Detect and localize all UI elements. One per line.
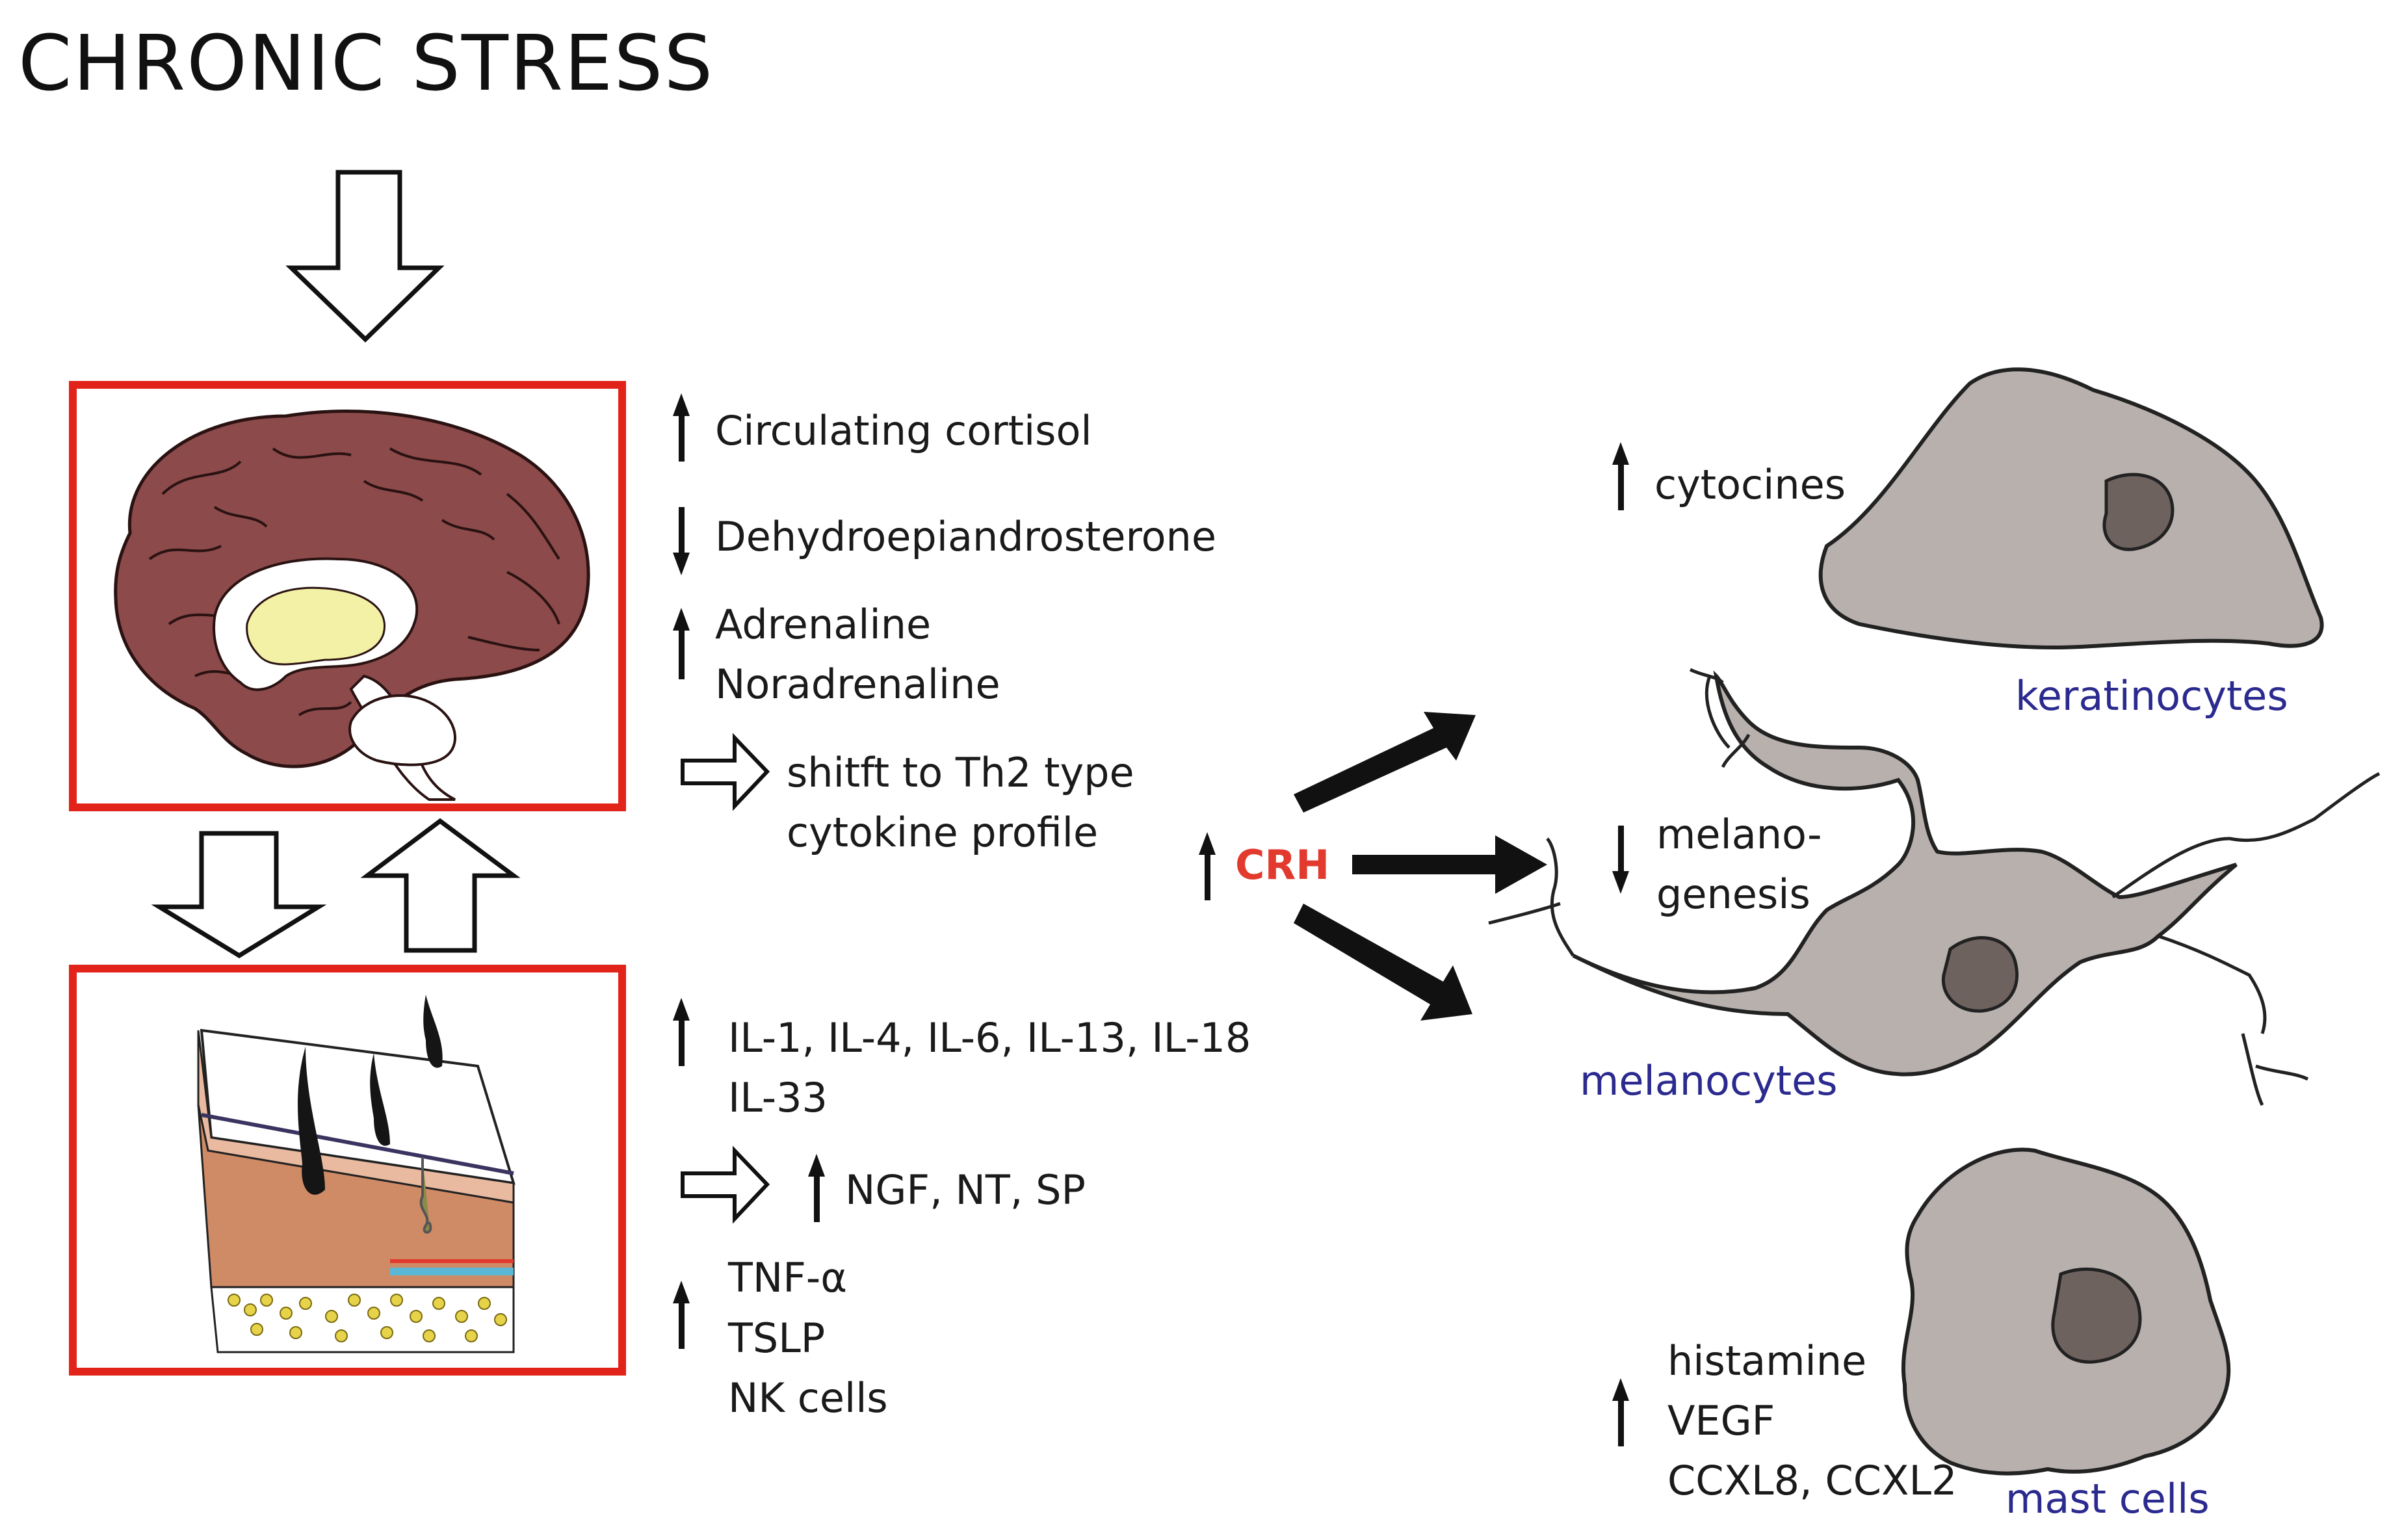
crh-to-melanocytes-arrow [1352, 835, 1547, 894]
th2-shift-label-line2: cytokine profile [787, 809, 1099, 856]
crh-to-keratinocytes-arrow [1294, 712, 1476, 813]
skin-dermis [197, 1104, 515, 1288]
brain-to-skin-arrow [151, 831, 327, 959]
keratinocyte-cell [1818, 367, 2324, 649]
neuro-label: NGF, NT, SP [845, 1166, 1086, 1214]
th2-shift-label-line1: shitft to Th2 type [787, 749, 1134, 796]
melanogenesis-label-line2: genesis [1656, 870, 1810, 918]
tnf-label: TNF-α [728, 1254, 848, 1301]
stress-down-arrow [285, 170, 445, 343]
tnf-up-arrow [673, 1281, 690, 1349]
melanogenesis-label-line1: melano- [1656, 811, 1822, 858]
crh-to-mast-cells-arrow [1294, 904, 1472, 1021]
chemokines-label: CCXL8, CCXL2 [1667, 1457, 1957, 1504]
mast-cell [1901, 1147, 2231, 1476]
neuro-up-arrow [808, 1154, 825, 1222]
melanocyte-cell [1488, 668, 2381, 1106]
cortisol-label: Circulating cortisol [715, 407, 1092, 454]
cerebellum [348, 694, 456, 766]
hair-1 [298, 1047, 325, 1195]
hair-2 [370, 1053, 390, 1146]
adrenaline-label: Adrenaline [715, 601, 932, 648]
thalamus [246, 586, 385, 666]
fat-cells [228, 1294, 507, 1342]
skin-illustration [197, 995, 516, 1353]
adrenaline-up-arrow [673, 608, 690, 679]
interleukins-label-line1: IL-1, IL-4, IL-6, IL-13, IL-18 [728, 1014, 1251, 1062]
cytocines-up-arrow [1612, 442, 1629, 510]
sweat-gland [419, 1157, 432, 1234]
histamine-up-arrow [1612, 1378, 1629, 1446]
indicator-arrows [673, 393, 1629, 1446]
keratinocytes-label: keratinocytes [2015, 672, 2288, 720]
page-title: CHRONIC STRESS [18, 18, 714, 108]
melanocytes-label: melanocytes [1580, 1057, 1838, 1104]
crh-up-arrow [1199, 832, 1216, 900]
hair-3 [423, 995, 443, 1068]
skin-subcutis [210, 1286, 515, 1353]
tslp-label: TSLP [728, 1314, 826, 1362]
melanogenesis-down-arrow [1612, 826, 1629, 894]
histamine-label: histamine [1667, 1337, 1867, 1385]
interleukins-label-line2: IL-33 [728, 1074, 828, 1121]
interleukins-up-arrow [673, 998, 690, 1066]
crh-label: CRH [1235, 841, 1330, 889]
mast-cells-label: mast cells [2006, 1475, 2210, 1522]
noradrenaline-label: Noradrenaline [715, 660, 1000, 708]
dhea-down-arrow [673, 507, 690, 575]
crh-arrows [1294, 712, 1547, 1021]
blood-vessel [390, 1268, 514, 1275]
skin-to-brain-arrow [360, 818, 521, 953]
brain-illustration [114, 410, 590, 801]
vegf-label: VEGF [1667, 1397, 1775, 1444]
nk-cells-label: NK cells [728, 1374, 888, 1422]
th2-shift-arrow [681, 733, 770, 811]
neuro-shift-arrow [681, 1145, 770, 1224]
dhea-label: Dehydroepiandrosterone [715, 513, 1216, 560]
keratinocytes-effect-label: cytocines [1654, 461, 1846, 508]
cortisol-up-arrow [673, 393, 690, 462]
